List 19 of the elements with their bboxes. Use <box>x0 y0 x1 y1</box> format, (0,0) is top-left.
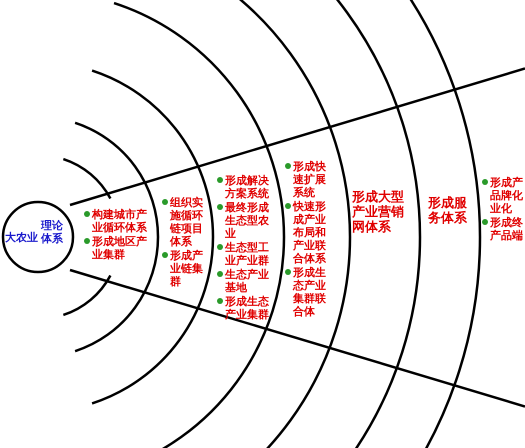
stage-text: 生态型工业产业群 <box>225 241 270 267</box>
stage-text: 形成生态产业集群联合体 <box>293 266 327 318</box>
stage-text: 形成产业链集群 <box>170 249 204 288</box>
stage-text: 形成服务体系 <box>428 196 468 226</box>
stage-text: 形成快速扩展系统 <box>293 160 327 199</box>
stage-text: 形成地区产业集群 <box>92 235 148 261</box>
stage-text: 构建城市产业循环体系 <box>92 208 148 234</box>
stage-text: 快速形成产业布局和产业联合体系 <box>293 200 327 265</box>
stage-text: 生态产业基地 <box>225 268 270 294</box>
circle-label: 大农业 <box>5 231 39 244</box>
center-circle <box>2 200 74 274</box>
stage-text: 形成解决方案系统 <box>225 174 270 200</box>
stage-text: 组织实施循环链项目体系 <box>170 196 204 248</box>
stage-text: 形成生态产业集群 <box>225 295 270 321</box>
stage-text: 形成产品牌化业化 <box>490 176 524 215</box>
stage-text: 形成大型产业营销网体系 <box>352 190 404 235</box>
stage-text: 形成终产品端 <box>490 216 524 242</box>
circle-label: 理论体系 <box>41 219 64 245</box>
stage-text: 最终形成生态型农业 <box>225 201 270 240</box>
